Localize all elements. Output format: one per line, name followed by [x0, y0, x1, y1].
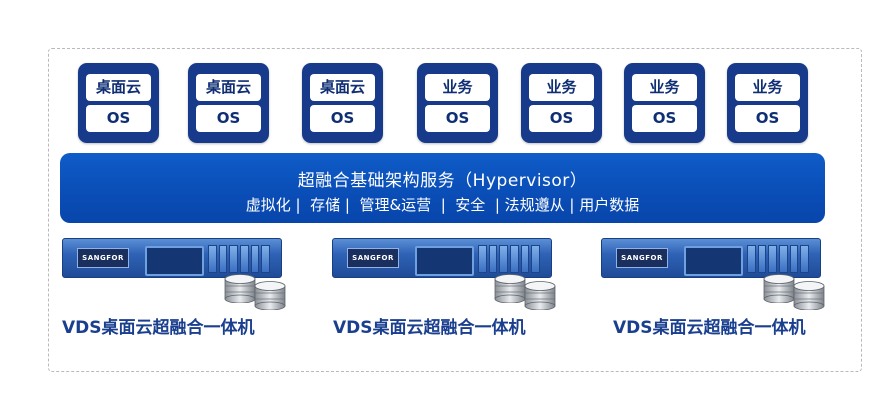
drive-bays-icon [747, 245, 810, 273]
vm-type-label: 桌面云 [310, 74, 375, 101]
vm-box: 桌面云 OS [188, 63, 269, 143]
database-icon [254, 281, 286, 310]
vm-box: 桌面云 OS [78, 63, 159, 143]
vm-os-label: OS [86, 105, 151, 132]
drive-bays-icon [208, 245, 271, 273]
vm-os-label: OS [632, 105, 697, 132]
hypervisor-features: 虚拟化 | 存储 | 管理&运营 | 安全 | 法规遵从 | 用户数据 [245, 196, 640, 214]
hypervisor-title: 超融合基础架构服务（Hypervisor） [297, 171, 588, 191]
vm-os-label: OS [529, 105, 594, 132]
database-icon [224, 274, 256, 303]
drive-bays-icon [478, 245, 541, 273]
server-front-panel [684, 246, 743, 276]
vm-box: 业务 OS [417, 63, 498, 143]
server-appliance: SANGFOR [601, 238, 821, 278]
vm-os-label: OS [196, 105, 261, 132]
server-brand-label: SANGFOR [347, 248, 399, 268]
database-icon [524, 281, 556, 310]
server-chassis-icon: SANGFOR [332, 238, 552, 278]
vm-box: 业务 OS [521, 63, 602, 143]
server-appliance: SANGFOR [62, 238, 282, 278]
database-icon [763, 274, 795, 303]
vm-box: 业务 OS [624, 63, 705, 143]
server-front-panel [145, 246, 204, 276]
hypervisor-bar: 超融合基础架构服务（Hypervisor） 虚拟化 | 存储 | 管理&运营 |… [60, 153, 825, 223]
vm-type-label: 业务 [425, 74, 490, 101]
vm-type-label: 业务 [529, 74, 594, 101]
server-label: VDS桌面云超融合一体机 [613, 318, 806, 338]
server-front-panel [415, 246, 474, 276]
vm-type-label: 业务 [735, 74, 800, 101]
server-brand-label: SANGFOR [616, 248, 668, 268]
server-chassis-icon: SANGFOR [62, 238, 282, 278]
vm-os-label: OS [310, 105, 375, 132]
vm-box: 桌面云 OS [302, 63, 383, 143]
vm-type-label: 桌面云 [86, 74, 151, 101]
server-chassis-icon: SANGFOR [601, 238, 821, 278]
vm-type-label: 桌面云 [196, 74, 261, 101]
server-label: VDS桌面云超融合一体机 [333, 318, 526, 338]
vm-os-label: OS [425, 105, 490, 132]
server-appliance: SANGFOR [332, 238, 552, 278]
infrastructure-frame [48, 48, 862, 372]
database-icon [793, 281, 825, 310]
database-icon [494, 274, 526, 303]
server-label: VDS桌面云超融合一体机 [62, 318, 255, 338]
server-brand-label: SANGFOR [77, 248, 129, 268]
vm-os-label: OS [735, 105, 800, 132]
vm-type-label: 业务 [632, 74, 697, 101]
vm-box: 业务 OS [727, 63, 808, 143]
